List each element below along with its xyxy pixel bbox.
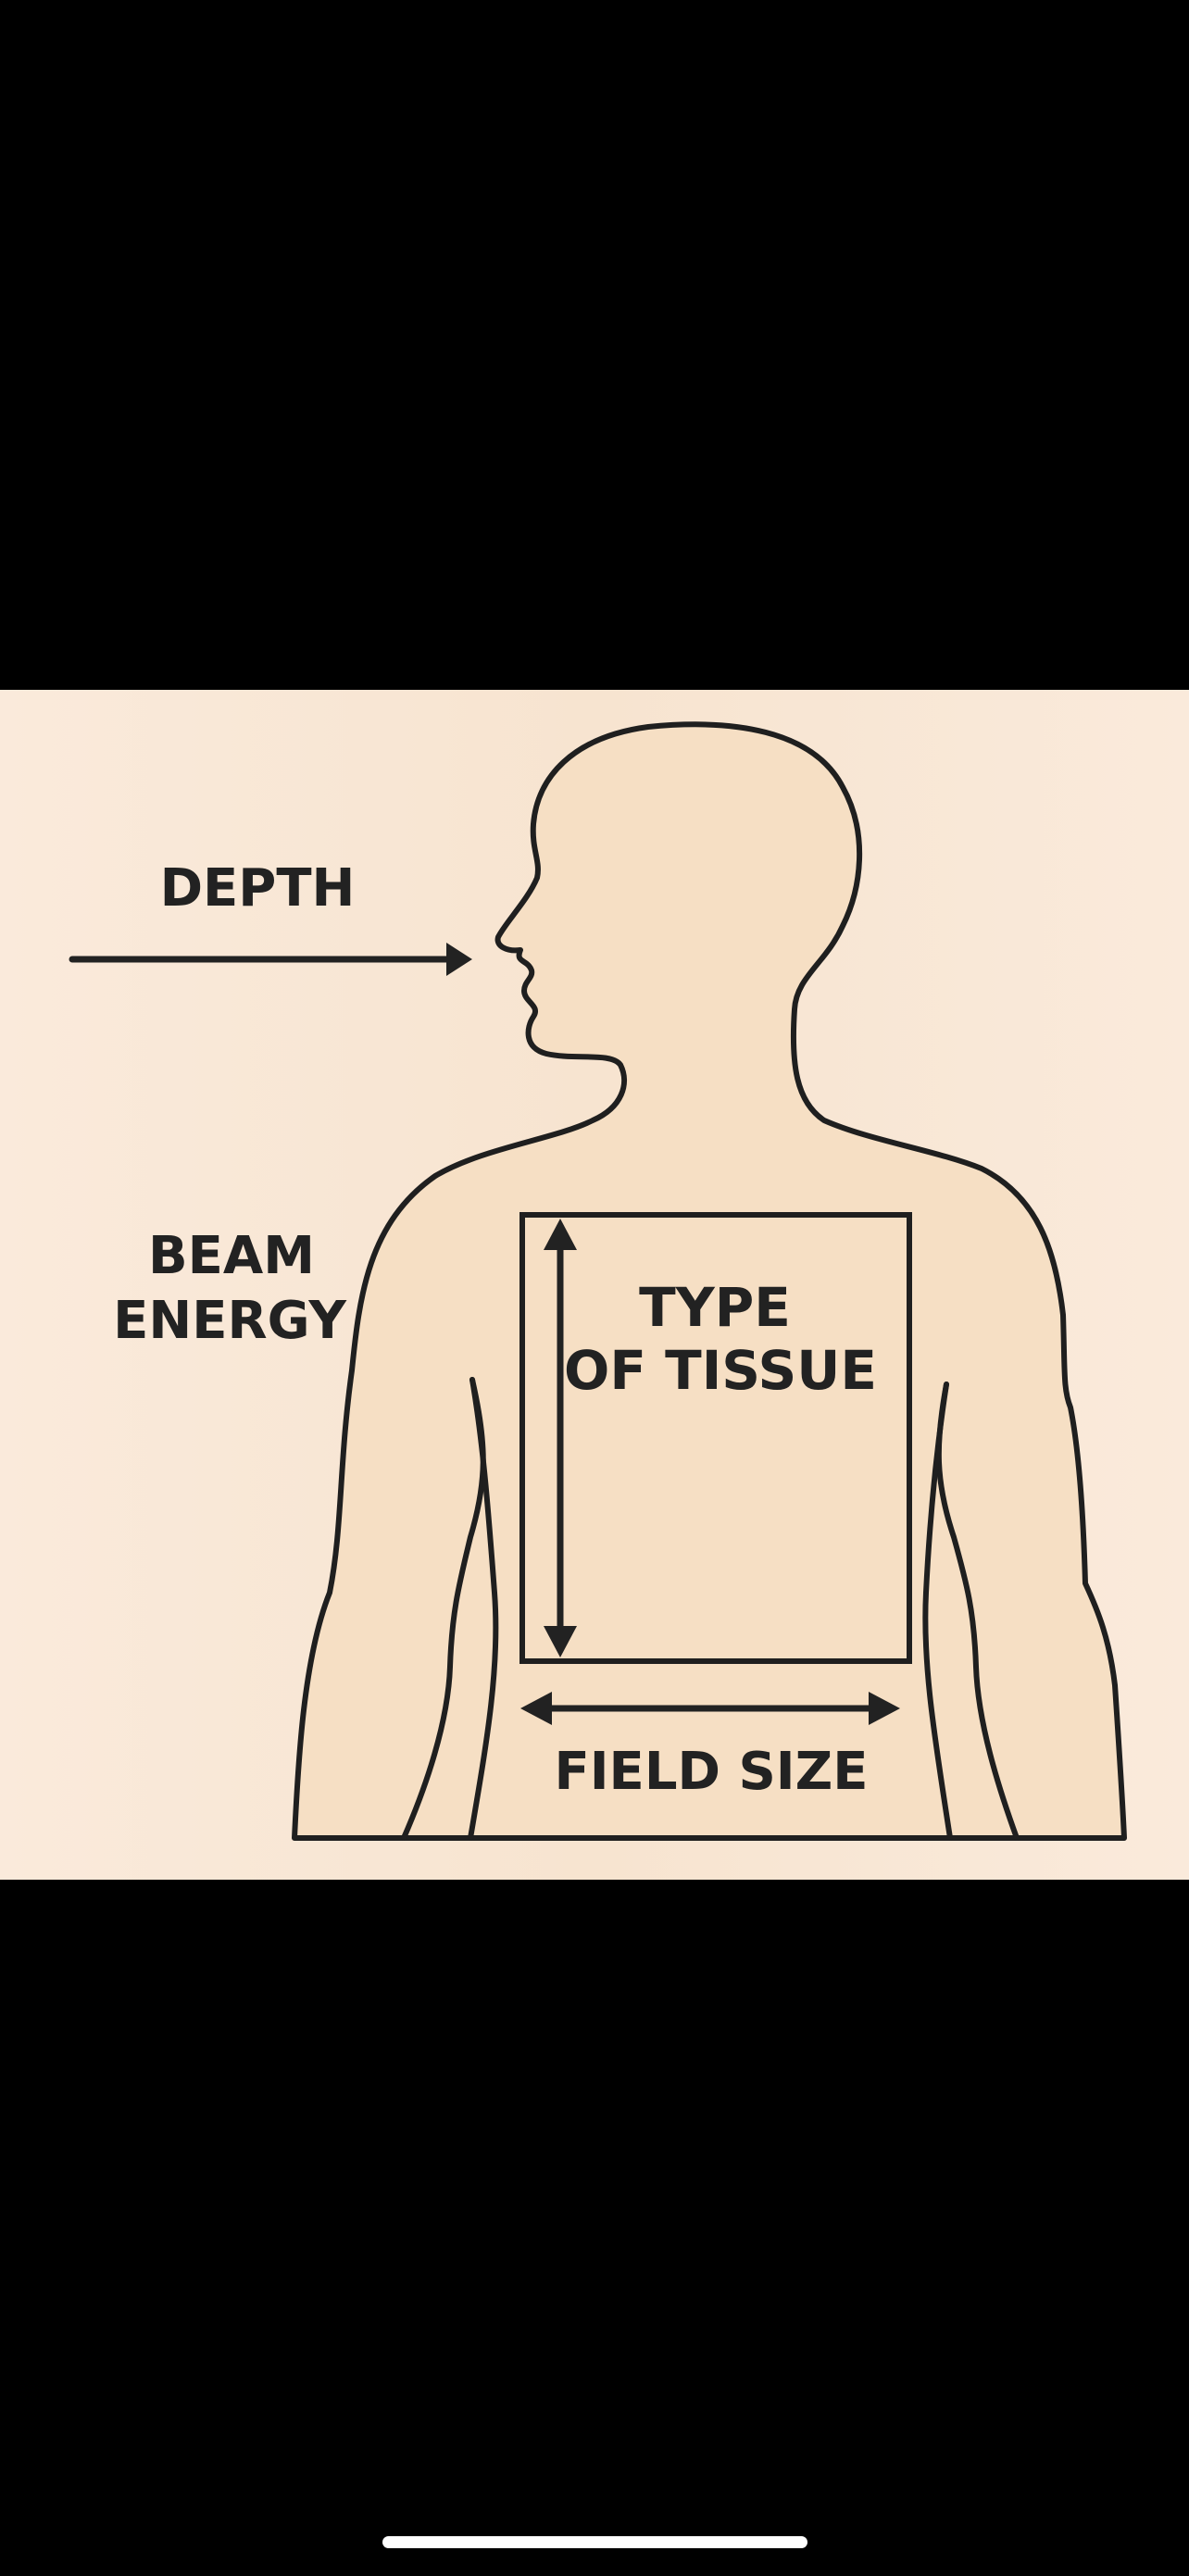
- depth-arrow: [69, 943, 472, 976]
- treatment-field-box: [519, 1212, 912, 1664]
- field-size-arrow: [520, 1692, 900, 1725]
- home-indicator[interactable]: [382, 2536, 807, 2548]
- beam-energy-label-line2: ENERGY: [113, 1291, 347, 1351]
- vertical-double-arrow: [544, 1219, 577, 1657]
- beam-energy-label-line1: BEAM: [148, 1226, 315, 1286]
- bottom-letterbox: [0, 1880, 1189, 2572]
- left-torso-line: [468, 1377, 499, 1841]
- human-silhouette: [292, 721, 1127, 1841]
- right-torso-line: [922, 1382, 953, 1841]
- type-of-tissue-label-line1: TYPE: [639, 1276, 791, 1339]
- top-letterbox: [0, 0, 1189, 690]
- type-of-tissue-label-line2: OF TISSUE: [564, 1339, 877, 1402]
- field-size-label: FIELD SIZE: [554, 1742, 868, 1802]
- depth-label: DEPTH: [160, 858, 356, 919]
